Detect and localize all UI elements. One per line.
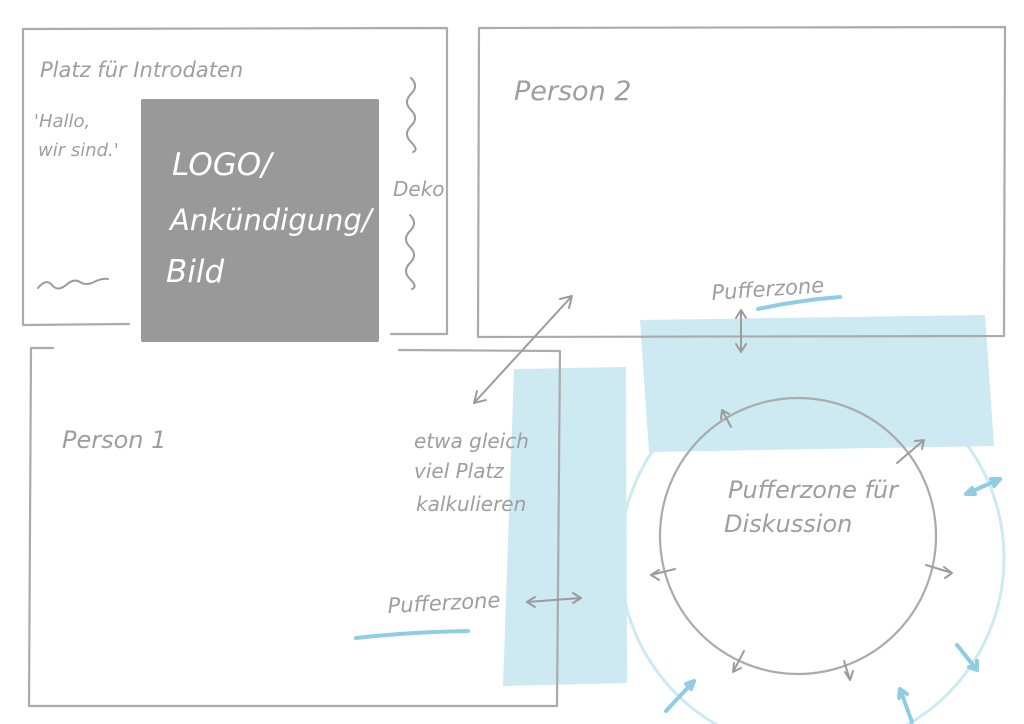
space-balance-arrow bbox=[473, 295, 573, 404]
intro-greeting-line1: 'Hallo, bbox=[34, 111, 90, 132]
pufferzone-top-arrow bbox=[735, 309, 747, 353]
note-line3: kalkulieren bbox=[416, 492, 526, 516]
pufferzone-top-underline bbox=[756, 295, 842, 311]
deko-label: Deko bbox=[393, 177, 445, 201]
intro-heading: Platz für Introdaten bbox=[40, 58, 243, 82]
logo-line1: LOGO/ bbox=[172, 147, 275, 183]
buffer-zone-discussion-outer bbox=[618, 364, 1006, 724]
pufferzone-left-label: Pufferzone bbox=[387, 588, 501, 618]
buffer-zone-vertical bbox=[503, 367, 627, 686]
discussion-radial-arrows bbox=[650, 409, 953, 681]
person1-label: Person 1 bbox=[62, 426, 166, 454]
note-line1: etwa gleich bbox=[414, 429, 529, 453]
note-line2: viel Platz bbox=[414, 459, 504, 483]
logo-box bbox=[141, 99, 379, 342]
deko-wave-top bbox=[406, 77, 417, 153]
discussion-line2: Diskussion bbox=[724, 510, 852, 538]
discussion-circle bbox=[658, 396, 938, 676]
person1-box bbox=[27, 346, 562, 708]
squiggle-decoration bbox=[37, 277, 109, 290]
person2-label: Person 2 bbox=[514, 76, 631, 107]
logo-line2: Ankündigung/ bbox=[168, 203, 375, 237]
discussion-line1: Pufferzone für bbox=[728, 476, 900, 504]
person2-box bbox=[476, 25, 1007, 339]
intro-box bbox=[21, 26, 449, 336]
logo-line3: Bild bbox=[166, 254, 224, 290]
discussion-outer-arrows bbox=[664, 477, 1002, 724]
deko-wave-bottom bbox=[405, 214, 416, 290]
pufferzone-left-underline bbox=[354, 629, 470, 640]
pufferzone-left-arrow bbox=[526, 592, 582, 608]
intro-greeting-line2: wir sind.' bbox=[38, 140, 119, 161]
